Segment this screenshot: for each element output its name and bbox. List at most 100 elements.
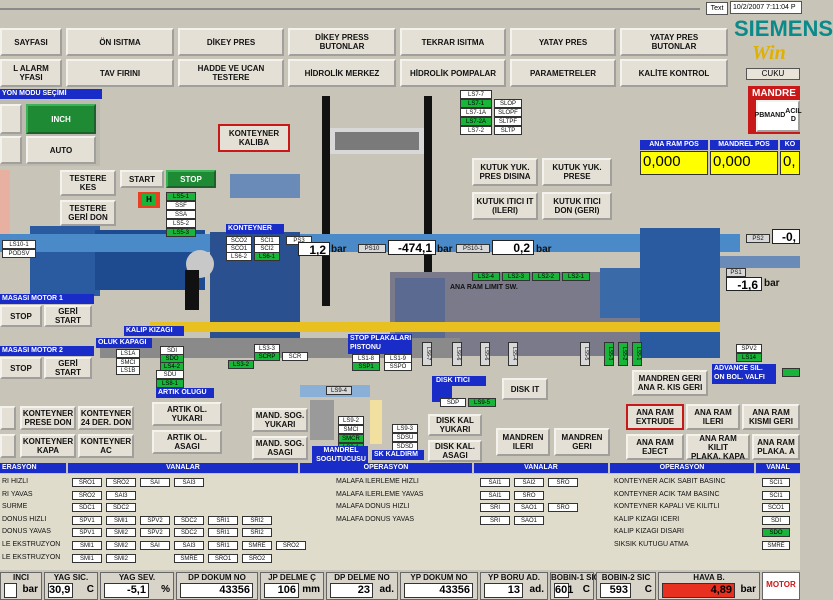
cylinder-end bbox=[600, 268, 640, 318]
konteyner-kapa-button[interactable]: KONTEYNER KAPA bbox=[20, 434, 76, 458]
mode-header: YON MODU SEÇİMİ bbox=[0, 89, 102, 99]
nav-button-10[interactable]: HADDE VE UCAN TESTERE bbox=[178, 59, 284, 87]
mand-sog-asagi-button[interactable]: MAND. SOG. ASAGI bbox=[252, 436, 308, 460]
status-value-9: 593 bbox=[600, 583, 631, 598]
ls7-tag-0: LS7-7 bbox=[460, 90, 492, 99]
kutuk-itici-ileri-button[interactable]: KUTUK ITICI IT (ILERI) bbox=[472, 192, 538, 220]
ops-left-5: LE EKSTRUZYON bbox=[2, 541, 61, 548]
konteyner-blank-2[interactable] bbox=[0, 434, 16, 458]
kutuk-handler bbox=[230, 174, 300, 198]
status-title-10: HAVA B. bbox=[693, 573, 725, 582]
status-value-6: 43356 bbox=[404, 583, 473, 598]
ls7-tag-3: LS7-2A bbox=[460, 117, 492, 126]
pressure-5-unit: bar bbox=[764, 278, 780, 289]
status-title-0: INCI bbox=[13, 573, 29, 582]
nav-button-14[interactable]: KALİTE KONTROL bbox=[620, 59, 728, 87]
ls2-tag-2: LS2-2 bbox=[532, 272, 560, 281]
konteyner-kaliba-button[interactable]: KONTEYNER KALIBA bbox=[218, 124, 290, 152]
mandren-ileri-button[interactable]: MANDREN ILERI bbox=[496, 428, 550, 456]
disk-it-button[interactable]: DISK IT bbox=[502, 378, 548, 400]
text-field[interactable]: Text bbox=[706, 2, 728, 15]
stop-button[interactable]: STOP bbox=[166, 170, 216, 188]
ana-ram-plaka-button[interactable]: ANA RAM PLAKA. A bbox=[752, 434, 800, 460]
ps2-tag: PS2 bbox=[746, 234, 770, 243]
nav-button-3[interactable]: DİKEY PRES bbox=[178, 28, 284, 56]
wincc-logo: Win bbox=[752, 42, 786, 64]
konteyner-blank-1[interactable] bbox=[0, 406, 16, 430]
nav-button-11[interactable]: HİDROLİK MERKEZ bbox=[288, 59, 396, 87]
disk-kal-asagi-button[interactable]: DISK KAL. ASAGI bbox=[428, 440, 482, 462]
inch-button[interactable]: INCH bbox=[26, 104, 96, 134]
status-value-8: 601 bbox=[554, 583, 574, 598]
status-unit-9: C bbox=[644, 584, 652, 595]
yellow-rail bbox=[150, 322, 720, 332]
ana-ram-kilit-button[interactable]: ANA RAM KILIT PLAKA. KAPA bbox=[686, 434, 750, 461]
ops-right-5: SIKSIK KUTUGU ATMA bbox=[614, 541, 689, 548]
testere-geri-button[interactable]: TESTERE GERİ DON bbox=[60, 200, 116, 226]
status-title-2: YAG SEV. bbox=[118, 573, 156, 582]
testere-kes-button[interactable]: TESTERE KES bbox=[60, 170, 116, 196]
nav-button-9[interactable]: TAV FIRINI bbox=[66, 59, 174, 87]
kutuk-itici-geri-button[interactable]: KUTUK ITICI DON (GERI) bbox=[542, 192, 612, 220]
status-unit-10: bar bbox=[740, 584, 756, 595]
saw-arm bbox=[185, 270, 199, 310]
ana-ram-eject-button[interactable]: ANA RAM EJECT bbox=[626, 434, 684, 460]
ana-ram-extrude-button[interactable]: ANA RAM EXTRUDE bbox=[626, 404, 684, 430]
ls-vertical-4: LS5-5 bbox=[580, 342, 590, 366]
mandren-geri-ana-button[interactable]: MANDREN GERI ANA R. KIS GERI bbox=[632, 370, 708, 396]
ana-ram-limit-label: ANA RAM LIMIT SW. bbox=[450, 284, 518, 291]
sl-tag-2: SLTPF bbox=[494, 117, 522, 126]
ops-left-valve-3-1: SMI1 bbox=[106, 515, 136, 525]
pb-label: PB bbox=[754, 112, 765, 119]
status-value-1: 30,9 bbox=[48, 583, 73, 598]
nav-button-13[interactable]: PARAMETRELER bbox=[510, 59, 616, 87]
nav-button-12[interactable]: HİDROLİK POMPALAR bbox=[400, 59, 506, 87]
motor-2-stop-button[interactable]: STOP bbox=[0, 357, 42, 379]
ana-ram-ileri-button[interactable]: ANA RAM ILERI bbox=[686, 404, 740, 430]
status-unit-1: C bbox=[86, 584, 94, 595]
mode-blank-button-2[interactable] bbox=[0, 136, 22, 164]
ana-ram-kismi-geri-button[interactable]: ANA RAM KISMI GERI bbox=[742, 404, 800, 430]
ops-mid-3: MALAFA DONUS YAVAS bbox=[336, 515, 415, 523]
sl-tag-1: SLOPF bbox=[494, 108, 522, 117]
mode-blank-button[interactable] bbox=[0, 104, 22, 134]
status-unit-7: ad. bbox=[529, 584, 544, 595]
konteyner-prese-don-button[interactable]: KONTEYNER PRESE DON bbox=[20, 406, 76, 430]
nav-button-5[interactable]: TEKRAR ISITMA bbox=[400, 28, 506, 56]
status-value-5: 23 bbox=[330, 583, 373, 598]
disk-kal-yukari-button[interactable]: DISK KAL YUKARI bbox=[428, 414, 482, 436]
nav-button-7[interactable]: YATAY PRES BUTONLAR bbox=[620, 28, 728, 56]
kutuk-yuk-pres-disina-button[interactable]: KUTUK YUK. PRES DISINA bbox=[472, 158, 538, 186]
nav-button-6[interactable]: YATAY PRES bbox=[510, 28, 616, 56]
column-right bbox=[424, 96, 432, 346]
artik-yukari-button[interactable]: ARTIK OL. YUKARI bbox=[152, 402, 222, 426]
nav-button-8[interactable]: L ALARM YFASI bbox=[0, 59, 62, 87]
motor-2-geri-start-button[interactable]: GERİ START bbox=[44, 357, 92, 379]
kutuk-yuk-prese-button[interactable]: KUTUK YUK. PRESE bbox=[542, 158, 612, 186]
nav-button-2[interactable]: ÖN ISITMA bbox=[66, 28, 174, 56]
advance-header: ADVANCE SIL. ON BOL. VALFI bbox=[712, 364, 776, 384]
kalip-tag-2: LS1B bbox=[116, 366, 140, 375]
ops-mid-2: MALAFA DONUS HIZLI bbox=[336, 503, 410, 511]
artik-asagi-button[interactable]: ARTIK OL. ASAGI bbox=[152, 430, 222, 454]
pressure-1-value: 1,2 bbox=[298, 242, 330, 257]
auto-button[interactable]: AUTO bbox=[26, 136, 96, 164]
ops-left-valve-4-2: SPV2 bbox=[140, 528, 170, 538]
ops-left-6: LE EKSTRUZYON bbox=[2, 553, 61, 561]
nav-button-1[interactable]: SAYFASI bbox=[0, 28, 62, 56]
mand-sog-yukari-button[interactable]: MAND. SOG. YUKARI bbox=[252, 408, 308, 432]
nav-button-4[interactable]: DİKEY PRESS BUTONLAR bbox=[288, 28, 396, 56]
start-button[interactable]: START bbox=[120, 170, 164, 188]
motor-1-geri-start-button[interactable]: GERİ START bbox=[44, 305, 92, 327]
konteyner-24-button[interactable]: KONTEYNER 24 DER. DON bbox=[78, 406, 134, 430]
disk-column bbox=[370, 400, 382, 444]
konteyner-ac-button[interactable]: KONTEYNER AC bbox=[78, 434, 134, 458]
mandren-geri-button[interactable]: MANDREN GERI bbox=[554, 428, 610, 456]
stop-tag-3: SSPO bbox=[384, 362, 412, 371]
pressure-3-unit: bar bbox=[536, 244, 552, 255]
status-title-11: MOTOR bbox=[766, 580, 796, 589]
motor-1-stop-button[interactable]: STOP bbox=[0, 305, 42, 327]
ls-vertical-2: LS5-6 bbox=[480, 342, 490, 366]
